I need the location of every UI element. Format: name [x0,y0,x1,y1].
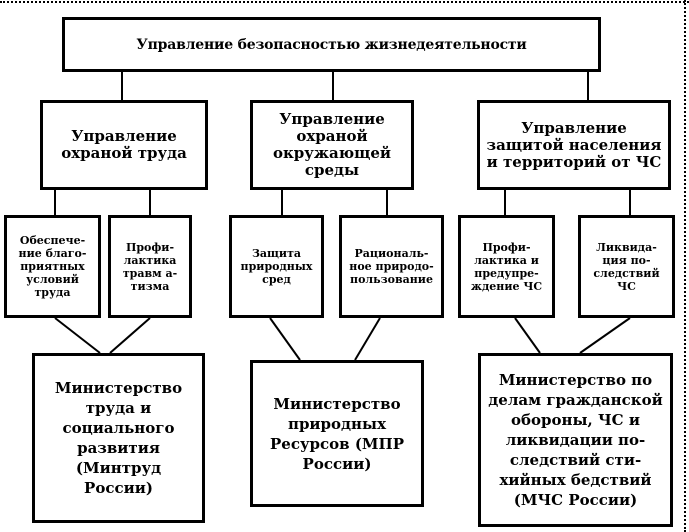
root-label: Управление безопасностью жизнедеятельнос… [136,36,527,53]
ministry-label: Министерство по делам гражданской оборон… [488,371,663,509]
child-label: Ликвида- ция по- следствий ЧС [593,240,660,293]
child-injury-prevention-box: Профи- лактика травм а- тизма [108,215,192,318]
child-label: Профи- лактика травм а- тизма [122,240,178,293]
child-label: Рациональ- ное природо- пользование [349,247,434,286]
child-label: Защита природных сред [240,247,313,286]
branch-labor-protection-box: Управление охраной труда [40,100,208,190]
branch-title: Управление охраной окружающей среды [272,110,392,179]
branch-title: Управление охраной труда [61,127,187,162]
dotted-border-top [0,1,689,3]
branch-title: Управление защитой населения и территори… [486,118,662,171]
branch-environment-box: Управление охраной окружающей среды [250,100,414,190]
ministry-label: Министерство труда и социального развити… [54,379,183,497]
root-box: Управление безопасностью жизнедеятельнос… [62,17,601,72]
ministry-resources-box: Министерство природных Ресурсов (МПР Рос… [250,360,424,507]
child-favorable-conditions-box: Обеспече- ние благо- приятных условий тр… [4,215,101,318]
child-emergency-prevention-box: Профи- лактика и предупре- ждение ЧС [458,215,555,318]
branch-emergency-box: Управление защитой населения и территори… [477,100,671,190]
child-consequences-box: Ликвида- ция по- следствий ЧС [578,215,675,318]
child-label: Профи- лактика и предупре- ждение ЧС [470,240,543,293]
ministry-emergency-box: Министерство по делам гражданской оборон… [478,353,673,527]
child-rational-use-box: Рациональ- ное природо- пользование [339,215,444,318]
child-nature-protection-box: Защита природных сред [229,215,324,318]
ministry-labor-box: Министерство труда и социального развити… [32,353,205,523]
dotted-border-right [684,0,686,532]
ministry-label: Министерство природных Ресурсов (МПР Рос… [270,394,404,473]
child-label: Обеспече- ние благо- приятных условий тр… [18,234,87,299]
